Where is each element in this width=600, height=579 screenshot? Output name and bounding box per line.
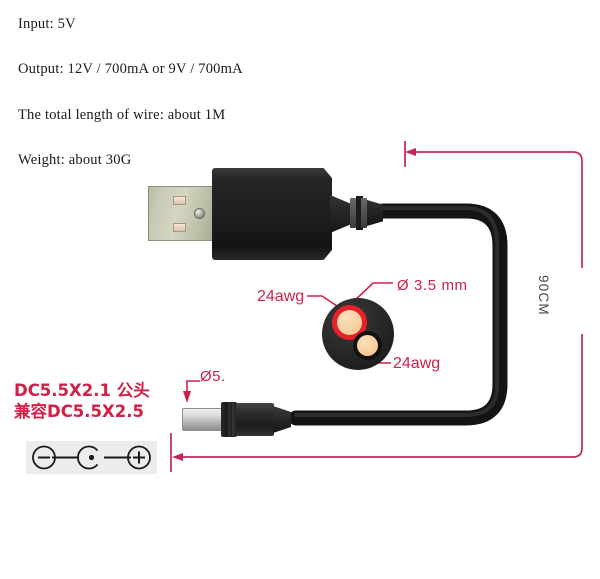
dc-connector-label-line2: 兼容DC5.5X2.5 — [14, 402, 144, 421]
usb-plastic-housing — [212, 168, 332, 260]
usb-housing-neck — [330, 195, 350, 233]
label-total-length: 90CM — [536, 275, 551, 316]
plug-metal-tip — [182, 408, 222, 431]
usb-a-connector — [148, 168, 398, 260]
spec-line-length: The total length of wire: about 1M — [18, 107, 226, 123]
arrow-left-top — [404, 141, 416, 167]
label-awg-right: 24awg — [393, 355, 441, 372]
spec-line-weight: Weight: about 30G — [18, 152, 132, 168]
label-awg-left: 24awg — [257, 288, 305, 305]
polarity-negative-icon — [32, 445, 56, 470]
polarity-positive-icon — [127, 445, 151, 470]
spec-line-output: Output: 12V / 700mA or 9V / 700mA — [18, 61, 243, 77]
wire-copper-core — [357, 335, 378, 356]
polarity-diagram — [26, 441, 157, 474]
spec-line-input: Input: 5V — [18, 16, 76, 32]
arrow-left-bottom — [170, 433, 183, 472]
usb-contact-pad — [173, 196, 186, 205]
dc-connector-label-line1: DC5.5X2.1 公头 — [14, 381, 150, 400]
label-plug-diameter: Ø5. — [200, 368, 226, 385]
usb-contact-pad — [173, 223, 186, 232]
leader-line-awg-left — [307, 295, 341, 309]
leader-line-plug-diameter — [183, 380, 200, 403]
dc-barrel-plug — [182, 400, 302, 440]
plug-body — [236, 403, 274, 436]
polarity-center-icon — [77, 445, 99, 470]
strain-relief-body — [356, 196, 363, 230]
strain-relief-taper — [367, 200, 383, 226]
wire-black-jacket — [353, 331, 382, 360]
usb-shell-hole-icon — [194, 208, 205, 219]
plug-ribbed-collar — [221, 402, 237, 437]
label-outer-diameter: Ø 3.5 mm — [397, 277, 468, 294]
leader-line-diameter — [351, 282, 393, 304]
strain-relief-band — [361, 198, 367, 228]
strain-relief-band — [350, 198, 356, 228]
cable-cross-section — [322, 298, 394, 370]
plug-strain-relief — [273, 406, 291, 433]
dc-connector-label: DC5.5X2.1 公头 兼容DC5.5X2.5 — [14, 380, 150, 422]
usb-metal-shell — [148, 186, 216, 241]
wire-copper-core — [337, 310, 362, 335]
